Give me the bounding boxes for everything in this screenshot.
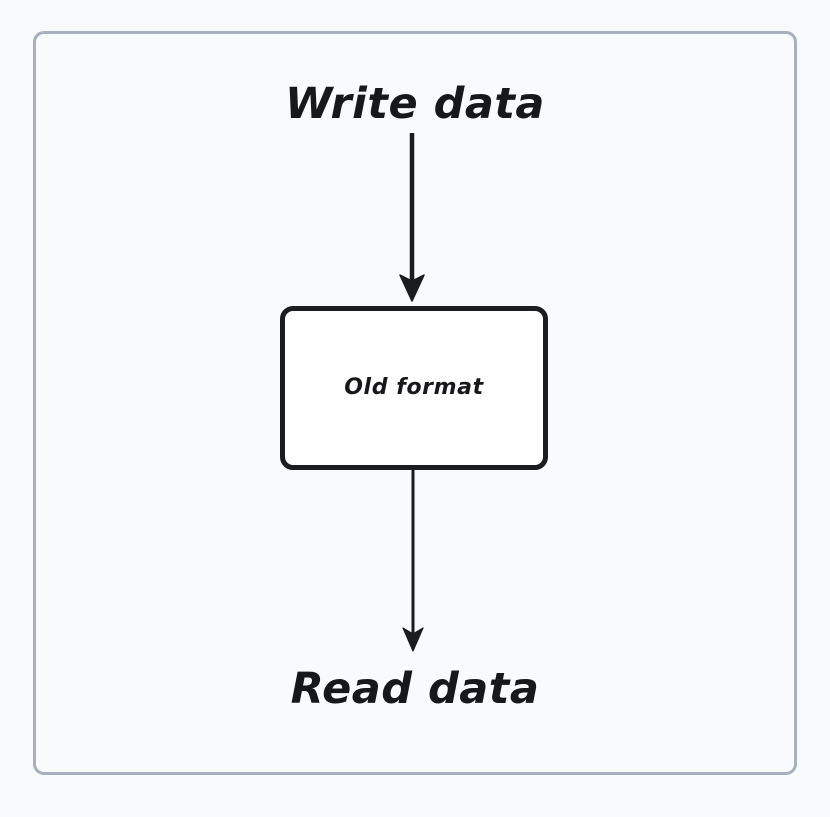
read-data-label: Read data <box>290 664 540 714</box>
process-box-label: Old format <box>344 375 484 400</box>
write-data-label: Write data <box>285 79 545 129</box>
process-box-old-format[interactable]: Old format <box>280 306 548 470</box>
